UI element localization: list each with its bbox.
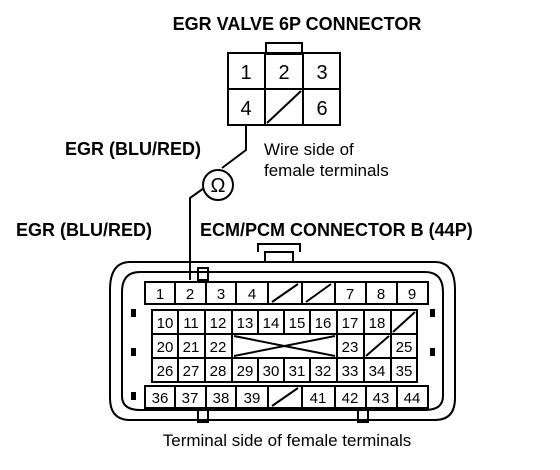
ecm-pin-28: 28	[210, 363, 227, 380]
ecm-pin-27: 27	[183, 363, 200, 380]
wire-side-label-line2: female terminals	[264, 161, 389, 180]
ecm-pin-31: 31	[289, 363, 306, 380]
ecm-pin-1: 1	[156, 286, 164, 303]
egr-connector	[227, 42, 341, 126]
egr-wire-label-upper: EGR (BLU/RED)	[65, 139, 201, 159]
ecm-pin-11: 11	[183, 315, 199, 332]
ecm-pin-12: 12	[210, 315, 227, 332]
terminal-side-caption: Terminal side of female terminals	[163, 431, 411, 450]
ecm-empty-cell-24	[365, 335, 390, 357]
ecm-pin-2: 2	[186, 286, 194, 303]
ecm-empty-cell-5	[271, 283, 299, 303]
ecm-pin-32: 32	[315, 363, 332, 380]
ecm-pin-22: 22	[210, 339, 227, 356]
egr-pin-2: 2	[278, 62, 289, 84]
ecm-pin-9: 9	[408, 286, 416, 303]
ecm-pin-33: 33	[342, 363, 359, 380]
egr-connector-title: EGR VALVE 6P CONNECTOR	[173, 14, 422, 34]
ecm-pin-44: 44	[404, 390, 421, 407]
ecm-empty-cell-19	[392, 311, 416, 333]
ecm-side-tabs	[131, 309, 435, 400]
ecm-pin-3: 3	[217, 286, 225, 303]
ecm-pin-34: 34	[369, 363, 386, 380]
ecm-pin-38: 38	[213, 390, 230, 407]
ecm-pin-39: 39	[244, 390, 261, 407]
ecm-empty-cell-6	[305, 283, 332, 303]
ecm-pin-42: 42	[342, 390, 359, 407]
ohmmeter-symbol	[202, 169, 234, 201]
ecm-connector-shell	[109, 243, 456, 421]
egr-pin-4: 4	[240, 98, 251, 120]
ecm-row-1	[144, 281, 429, 305]
ecm-pin-15: 15	[289, 315, 306, 332]
test-lead-wires	[189, 125, 247, 280]
ohm-icon: Ω	[211, 175, 226, 197]
ecm-pin-14: 14	[263, 315, 280, 332]
ecm-pin-20: 20	[157, 339, 174, 356]
egr-wire-label-lower: EGR (BLU/RED)	[16, 220, 152, 240]
ecm-pin-13: 13	[237, 315, 254, 332]
wire-side-label-line1: Wire side of	[264, 140, 354, 159]
ecm-connector-title: ECM/PCM CONNECTOR B (44P)	[200, 220, 473, 240]
ecm-pin-18: 18	[369, 315, 386, 332]
ecm-pin-7: 7	[346, 286, 354, 303]
ecm-rows-2-4-grid	[151, 309, 418, 383]
ecm-pin-8: 8	[377, 286, 385, 303]
ecm-pin-4: 4	[248, 286, 256, 303]
ecm-pin-10: 10	[157, 315, 174, 332]
ecm-pin-26: 26	[157, 363, 174, 380]
ecm-pin-41: 41	[310, 390, 327, 407]
egr-pin-3: 3	[316, 62, 327, 84]
ecm-pin-35: 35	[396, 363, 413, 380]
ecm-bottom-tabs	[197, 267, 369, 423]
egr-pin-1: 1	[240, 62, 251, 84]
ecm-pin-25: 25	[396, 339, 413, 356]
ecm-pin-21: 21	[183, 339, 200, 356]
ecm-pin-17: 17	[342, 315, 359, 332]
ecm-pin-30: 30	[263, 363, 280, 380]
egr-empty-cell-5	[266, 90, 302, 124]
ecm-pin-37: 37	[182, 390, 199, 407]
ecm-pin-16: 16	[315, 315, 332, 332]
ecm-pin-29: 29	[237, 363, 254, 380]
ecm-pin-36: 36	[152, 390, 169, 407]
ecm-row-5	[144, 385, 429, 409]
ecm-pin-23: 23	[342, 339, 359, 356]
ecm-empty-cell-40	[271, 387, 299, 407]
ecm-pin-43: 43	[373, 390, 390, 407]
egr-pin-6: 6	[316, 98, 327, 120]
